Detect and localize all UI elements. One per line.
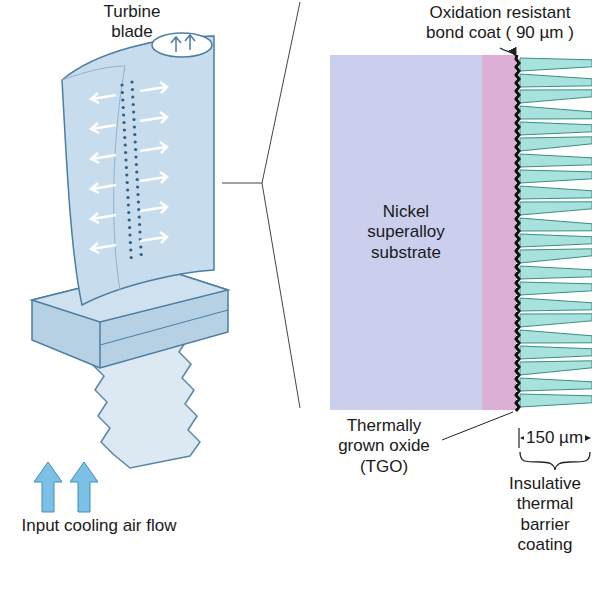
thermal-barrier-columns xyxy=(520,58,592,407)
airfoil-shade xyxy=(62,66,125,290)
blade-airfoil xyxy=(62,36,214,305)
tgo-leader xyxy=(442,412,513,440)
blade-tip-opening xyxy=(152,33,212,57)
bond-coat xyxy=(482,55,516,410)
layer-brace xyxy=(520,452,590,470)
tgo-layer xyxy=(516,55,519,411)
part-label: Insulative thermal barrier coating xyxy=(500,474,590,556)
dimension-tick xyxy=(518,428,519,448)
part-label: Input cooling air flow xyxy=(4,516,194,536)
part-label: Oxidation resistant bond coat ( 90 µm ) xyxy=(410,3,590,44)
cooling-air-arrows xyxy=(91,35,195,253)
layer-label: Nickel superalloy substrate xyxy=(351,202,461,263)
bond-coat-leader xyxy=(500,48,516,56)
input-air-arrow xyxy=(70,462,98,512)
dimension-label: 150 µm xyxy=(524,428,585,448)
cooling-holes xyxy=(120,80,142,259)
part-label: Thermally grown oxide (TGO) xyxy=(322,416,446,477)
part-label: Turbine blade xyxy=(82,2,182,43)
platform-groove xyxy=(100,310,228,345)
input-air-arrow xyxy=(34,462,62,512)
zoom-lines xyxy=(222,2,300,408)
substrate-layer: Nickel superalloy substrate xyxy=(330,55,482,410)
